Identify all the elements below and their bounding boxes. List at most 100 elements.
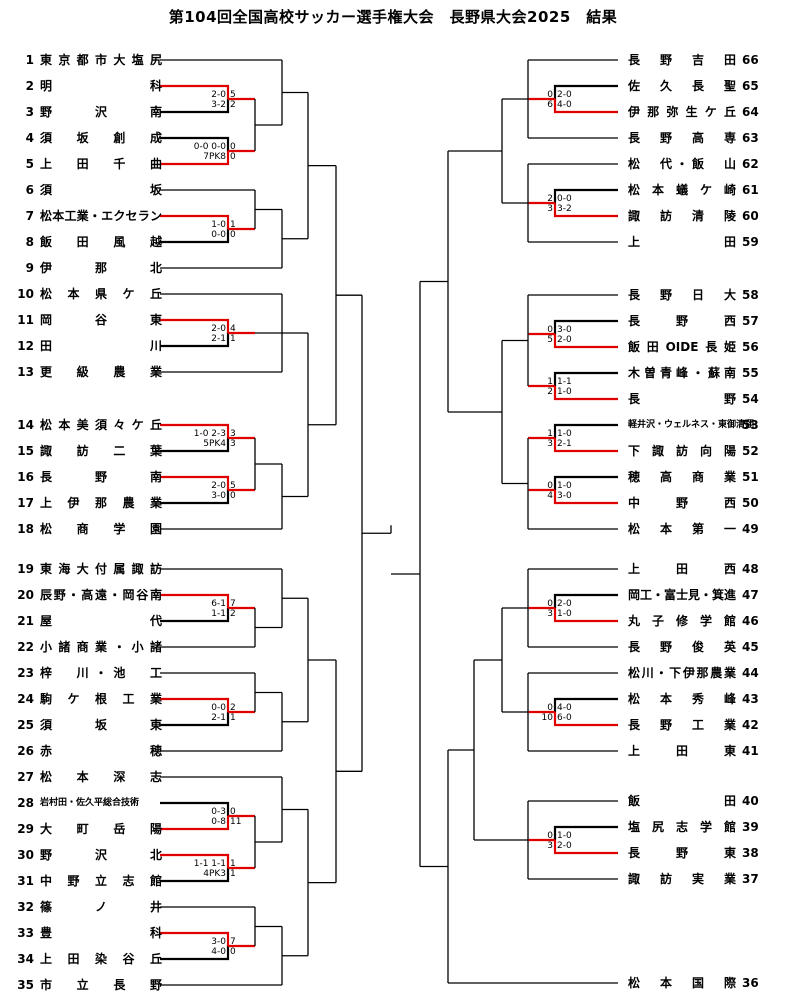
total-score: 0 <box>230 947 236 957</box>
right-team-row: 長 野 54 <box>628 391 766 407</box>
team-number: 12 <box>17 339 34 353</box>
team-name: 諏 訪 二 葉 <box>40 444 162 458</box>
score-text: 1-0 <box>211 220 226 230</box>
team-number: 38 <box>742 846 759 860</box>
team-number: 61 <box>742 183 759 197</box>
score-text: 6-0 <box>557 713 572 723</box>
total-score: 2 <box>230 609 236 619</box>
team-name: 屋 代 <box>40 614 162 628</box>
team-name: 塩 尻 志 学 館 <box>628 820 737 834</box>
team-number: 26 <box>17 744 34 758</box>
team-name: 諏 訪 実 業 <box>628 872 736 886</box>
team-number: 14 <box>17 418 34 432</box>
team-number: 58 <box>742 288 759 302</box>
total-score: 3 <box>547 204 553 214</box>
team-name: 須 坂 創 成 <box>40 131 162 145</box>
total-score: 1 <box>230 859 236 869</box>
team-name: 長 野 吉 田 <box>628 53 736 67</box>
team-number: 52 <box>742 444 759 458</box>
total-score: 1 <box>230 220 236 230</box>
team-name: 飯 田 <box>628 794 736 808</box>
score-text: 2-1 <box>557 439 572 449</box>
team-number: 31 <box>17 874 34 888</box>
page-title: 第104回全国高校サッカー選手権大会 長野県大会2025 結果 <box>168 8 618 26</box>
match-line <box>160 318 230 333</box>
match-line <box>553 840 618 855</box>
total-score: 11 <box>230 817 241 827</box>
total-score: 0 <box>547 325 553 335</box>
match-line <box>160 697 230 712</box>
team-name: 丸 子 修 学 館 <box>628 614 737 628</box>
team-number: 10 <box>17 287 34 301</box>
total-score: 0 <box>230 807 236 817</box>
match-line <box>553 438 618 453</box>
total-score: 0 <box>230 491 236 501</box>
match-line <box>553 593 618 608</box>
team-name: 田 川 <box>40 339 162 353</box>
team-number: 20 <box>17 588 34 602</box>
team-number: 46 <box>742 614 759 628</box>
score-text: 1-0 <box>557 609 572 619</box>
team-number: 36 <box>742 976 759 990</box>
team-name: 穂 高 商 業 <box>628 470 736 484</box>
score-text: 1-0 <box>557 831 572 841</box>
team-name: 須 坂 <box>40 183 162 197</box>
score-text: 7PK8 <box>203 152 226 162</box>
team-name: 上田染谷丘 <box>40 952 162 966</box>
match-line <box>160 214 230 229</box>
team-number: 54 <box>742 392 759 406</box>
team-name: 佐 久 長 聖 <box>628 79 736 93</box>
team-number: 65 <box>742 79 759 93</box>
match-line <box>553 697 618 712</box>
team-number: 8 <box>25 235 34 249</box>
team-name: 岡 谷 東 <box>40 313 162 327</box>
team-name: 飯 田 風 越 <box>40 235 162 249</box>
team-name: 駒ケ根工業 <box>40 692 162 706</box>
total-score: 0 <box>547 831 553 841</box>
team-name: 松 本 第 一 <box>628 522 736 536</box>
match-line <box>553 84 618 99</box>
match-line <box>553 319 618 334</box>
score-text: 0-0 <box>557 194 572 204</box>
total-score: 7 <box>230 937 236 947</box>
team-number: 30 <box>17 848 34 862</box>
team-name: 中 野 西 <box>628 496 736 510</box>
team-name: 長 野 <box>628 392 736 406</box>
match-line <box>160 816 230 831</box>
team-name: 軽井沢・ウェルネス・東御清翔 <box>628 420 755 430</box>
total-score: 0 <box>230 152 236 162</box>
left-team-row: 12 田 川 <box>14 338 162 354</box>
team-number: 48 <box>742 562 759 576</box>
team-number: 49 <box>742 522 759 536</box>
total-score: 5 <box>230 481 236 491</box>
total-score: 0 <box>547 599 553 609</box>
match-line <box>160 136 230 151</box>
match-line <box>160 868 230 883</box>
team-name: 伊那弥生ケ丘 <box>628 105 736 119</box>
match-line <box>553 475 618 490</box>
match-line <box>553 825 618 840</box>
team-number: 47 <box>742 588 759 602</box>
total-score: 1 <box>547 377 553 387</box>
total-score: 1 <box>230 334 236 344</box>
team-number: 22 <box>17 640 34 654</box>
total-score: 1 <box>230 713 236 723</box>
